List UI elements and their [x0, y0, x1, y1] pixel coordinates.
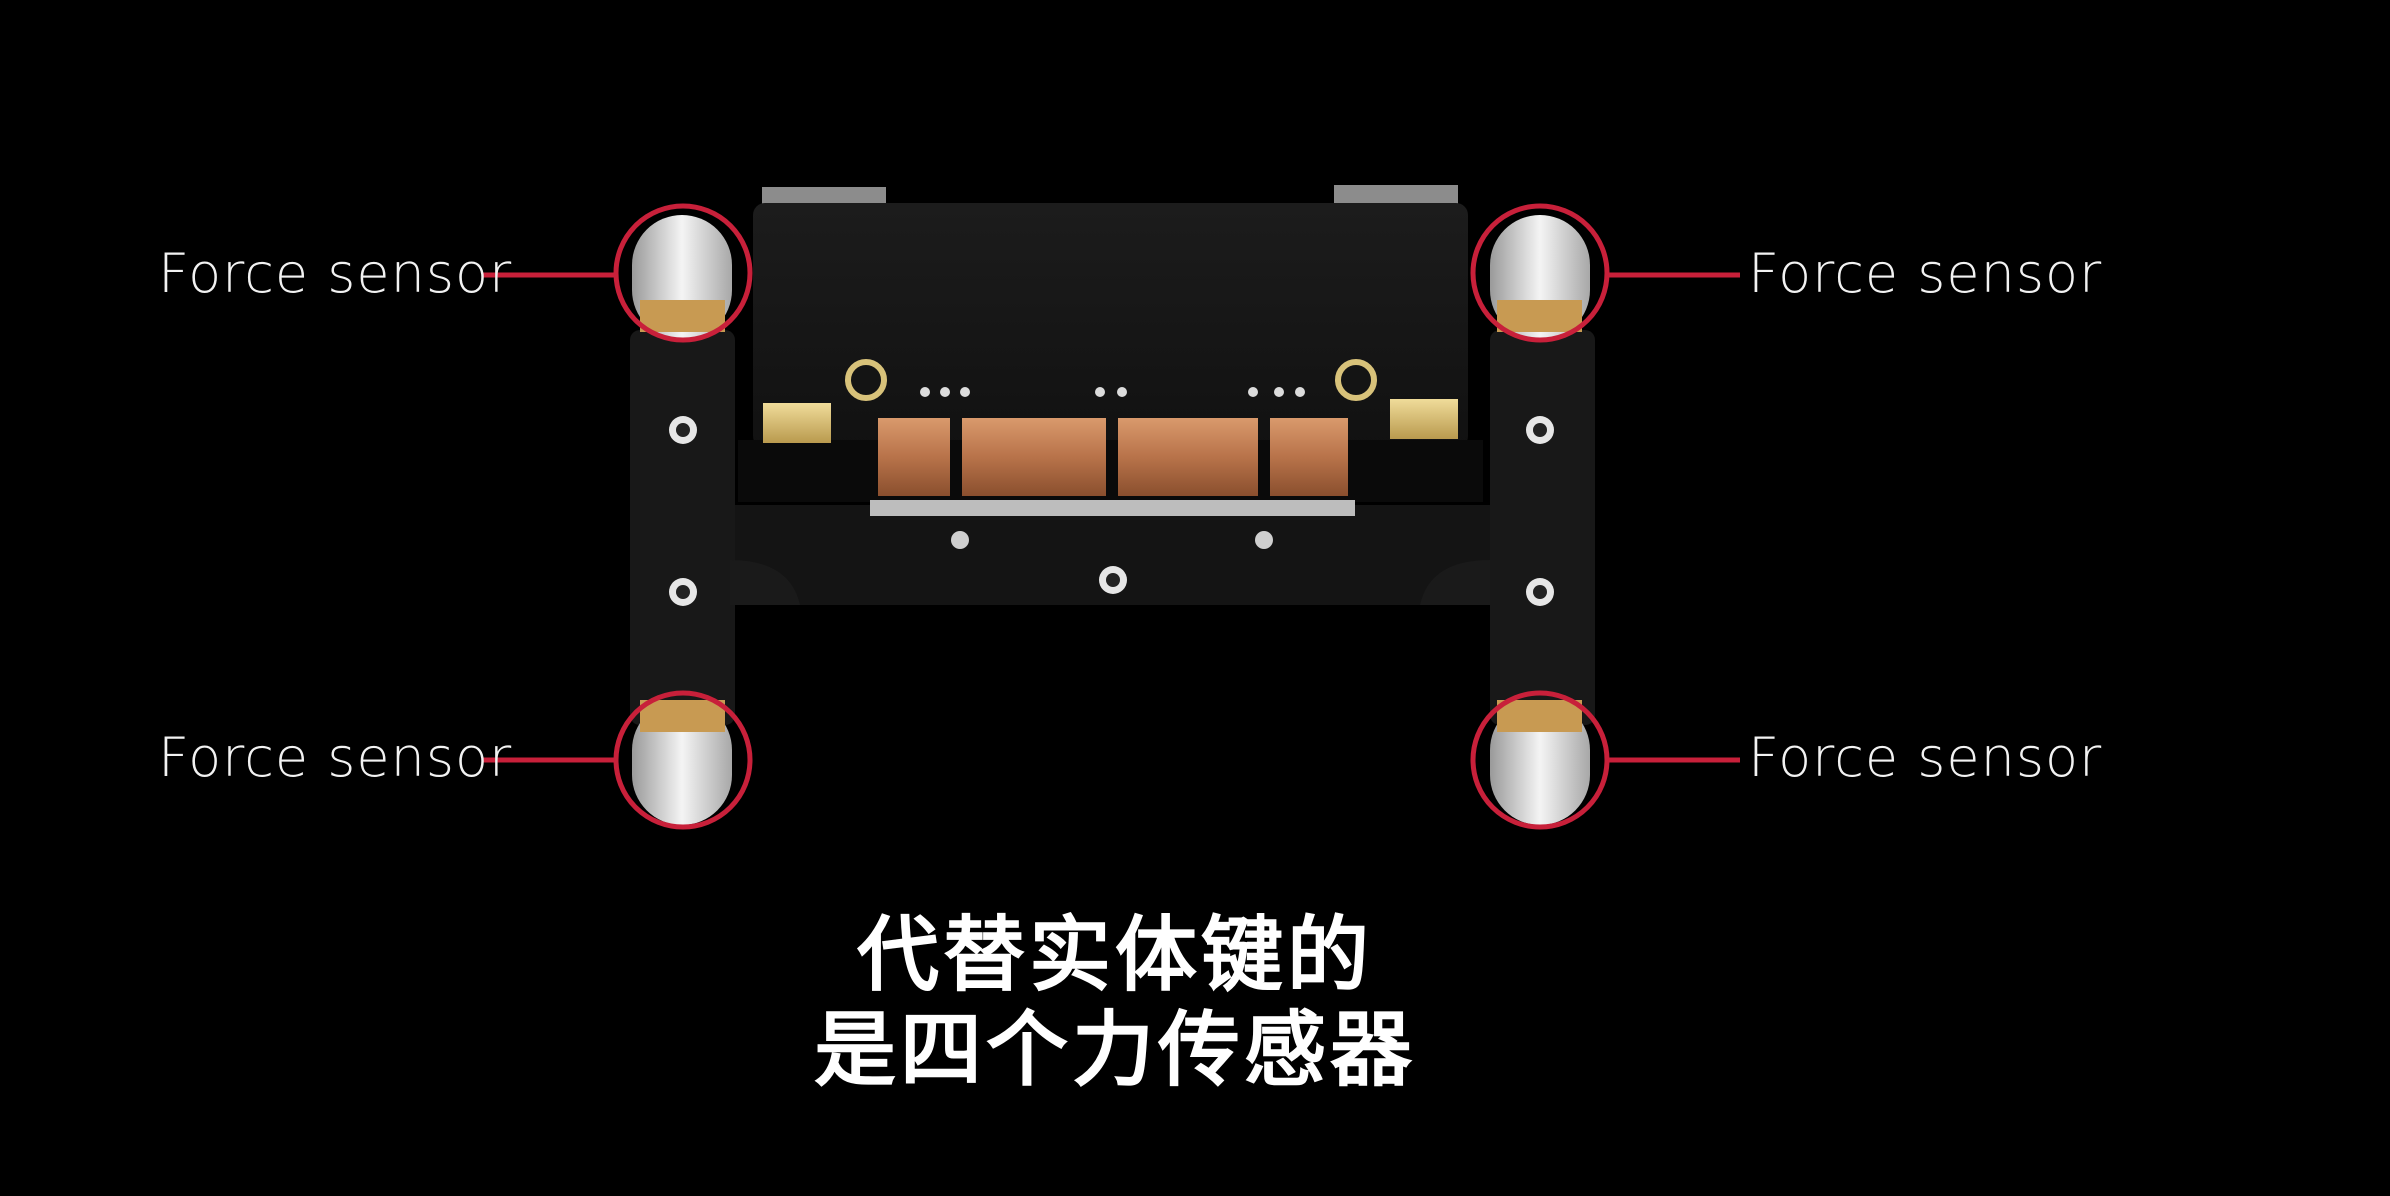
right-arm	[1490, 330, 1595, 725]
sensor-flex-strip	[1497, 700, 1582, 732]
screw-hole	[676, 585, 690, 599]
circuit-board	[753, 203, 1468, 448]
right-arm-link	[1420, 560, 1490, 605]
connector-tab-right	[1334, 185, 1458, 205]
frame-bar	[730, 505, 1490, 605]
callout-label-bottom-right: Force sensor	[1748, 726, 2103, 789]
sensor-flex-strip	[640, 300, 725, 332]
subtitle-line-2: 是四个力传感器	[813, 1003, 1416, 1098]
sensor-flex-strip	[1497, 300, 1582, 332]
pin	[1295, 387, 1305, 397]
screw-hole	[676, 423, 690, 437]
callout-label-top-right: Force sensor	[1748, 242, 2103, 305]
screw-hole	[1533, 423, 1547, 437]
mount-ring	[1335, 359, 1377, 401]
connector-tab-left	[762, 187, 886, 207]
copper-coil	[1270, 418, 1348, 496]
rivet	[1255, 531, 1273, 549]
screw-hole	[1106, 573, 1120, 587]
rivet	[951, 531, 969, 549]
screw-hole	[1533, 585, 1547, 599]
pin	[1117, 387, 1127, 397]
copper-coil	[962, 418, 1106, 496]
callout-label-bottom-left: Force sensor	[158, 726, 513, 789]
contact-pad	[763, 403, 831, 443]
pin	[1274, 387, 1284, 397]
pin	[940, 387, 950, 397]
pin	[1095, 387, 1105, 397]
pin	[960, 387, 970, 397]
callout-label-top-left: Force sensor	[158, 242, 513, 305]
subtitle-line-1: 代替实体键的	[856, 908, 1373, 1003]
copper-coil	[878, 418, 950, 496]
pin	[920, 387, 930, 397]
left-arm	[630, 330, 735, 725]
copper-coil	[1118, 418, 1258, 496]
left-arm-link	[730, 560, 800, 605]
metal-strip	[870, 500, 1355, 516]
frame-inner-cutout	[738, 440, 1483, 502]
sensor-flex-strip	[640, 700, 725, 732]
mount-ring	[845, 359, 887, 401]
contact-pad	[1390, 399, 1458, 439]
pin	[1248, 387, 1258, 397]
